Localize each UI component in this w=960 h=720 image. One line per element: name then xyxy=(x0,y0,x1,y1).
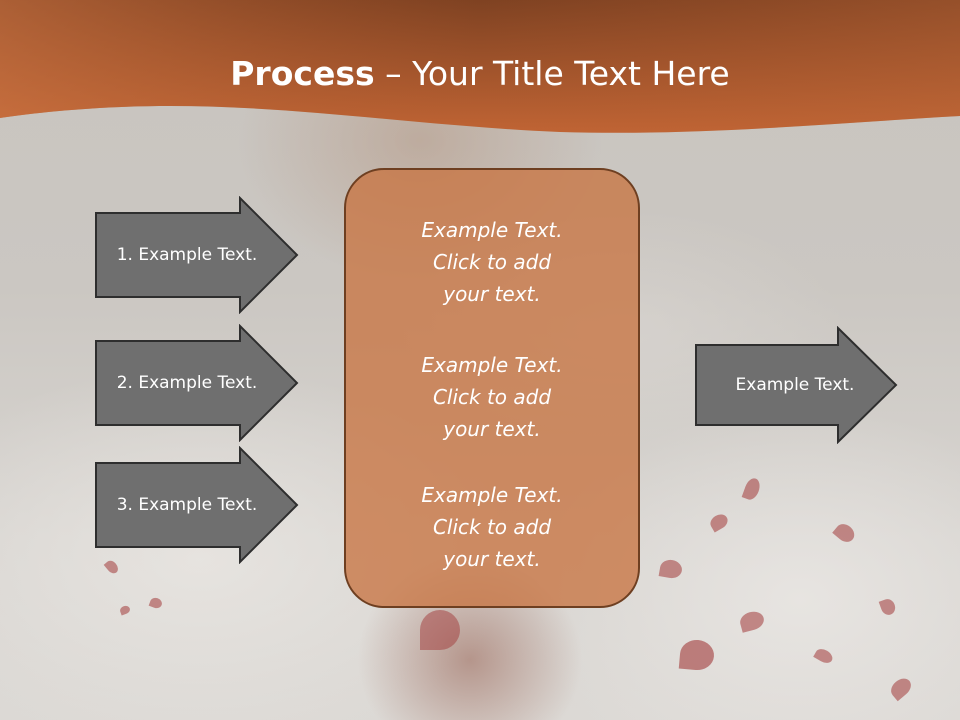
rose-petal xyxy=(658,558,684,580)
rose-petal xyxy=(887,674,915,702)
arrow-label: 1. Example Text. xyxy=(116,245,258,265)
title-band: Process – Your Title Text Here xyxy=(0,0,960,140)
arrow-shape xyxy=(95,196,299,314)
paragraph-line: Click to add xyxy=(432,515,552,539)
paragraph-line: your text. xyxy=(443,282,541,306)
paragraph-line: Example Text. xyxy=(421,353,563,377)
rose-petal xyxy=(707,511,731,533)
paragraph-line: your text. xyxy=(443,547,541,571)
center-text-box[interactable]: Example Text. Click to add your text. Ex… xyxy=(344,168,640,608)
rose-petal xyxy=(738,609,766,633)
title-rest: – Your Title Text Here xyxy=(374,54,730,93)
arrow-label: Example Text. xyxy=(735,375,855,395)
arrow-shape xyxy=(95,446,299,564)
paragraph-line: Click to add xyxy=(432,250,552,274)
rose-petal xyxy=(118,604,132,616)
rose-petal xyxy=(678,638,716,672)
rose-petal xyxy=(878,597,898,617)
paragraph-line: Example Text. xyxy=(421,218,563,242)
process-arrow-2[interactable]: 2. Example Text. xyxy=(94,324,300,442)
paragraph-line: your text. xyxy=(443,417,541,441)
text-paragraph-3: Example Text. Click to add your text. xyxy=(346,479,638,575)
process-arrow-3[interactable]: 3. Example Text. xyxy=(94,446,300,564)
page-title: Process – Your Title Text Here xyxy=(0,52,960,96)
text-paragraph-2: Example Text. Click to add your text. xyxy=(346,349,638,445)
result-arrow[interactable]: Example Text. xyxy=(694,326,900,444)
process-arrow-1[interactable]: 1. Example Text. xyxy=(94,196,300,314)
paragraph-line: Example Text. xyxy=(421,483,563,507)
rose-petal xyxy=(832,520,858,546)
title-band-shape xyxy=(0,0,960,133)
rose-petal xyxy=(741,476,763,502)
rose-petal xyxy=(813,646,835,666)
text-paragraph-1: Example Text. Click to add your text. xyxy=(346,214,638,310)
title-bold: Process xyxy=(230,54,375,93)
rose-petal xyxy=(420,610,460,650)
arrow-label: 3. Example Text. xyxy=(116,495,258,515)
rose-petal xyxy=(148,596,164,610)
arrow-shape xyxy=(695,326,898,444)
arrow-shape xyxy=(95,324,299,442)
paragraph-line: Click to add xyxy=(432,385,552,409)
arrow-label: 2. Example Text. xyxy=(116,373,258,393)
